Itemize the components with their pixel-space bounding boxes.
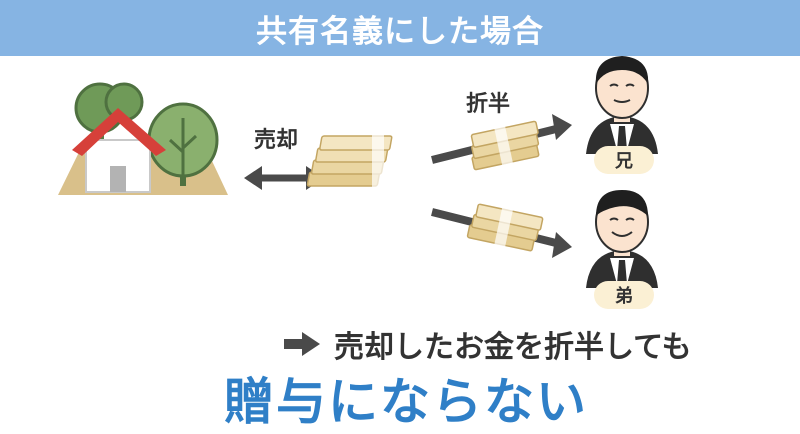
split-arrow-upper-icon — [431, 114, 572, 171]
younger-brother-badge: 弟 — [594, 281, 654, 309]
right-arrow-icon — [284, 332, 320, 356]
split-arrow-lower-icon — [431, 203, 572, 258]
conclusion-emphasis: 贈与にならない — [224, 373, 588, 431]
person-elder-icon — [586, 56, 658, 156]
younger-brother-label: 弟 — [615, 286, 633, 307]
money-stack-icon — [306, 134, 393, 188]
sale-label: 売却 — [254, 128, 299, 153]
page-title: 共有名義にした場合 — [256, 13, 544, 50]
half-split-label: 折半 — [466, 92, 511, 117]
person-younger-icon — [586, 190, 658, 290]
house-icon — [58, 82, 228, 195]
conclusion-line-1: 売却したお金を折半しても — [284, 322, 692, 366]
header-bar: 共有名義にした場合 — [0, 0, 800, 56]
conclusion-text: 売却したお金を折半しても — [334, 330, 692, 365]
elder-brother-label: 兄 — [615, 151, 633, 172]
conclusion-line-2: 贈与にならない — [0, 362, 800, 434]
elder-brother-badge: 兄 — [594, 146, 654, 174]
